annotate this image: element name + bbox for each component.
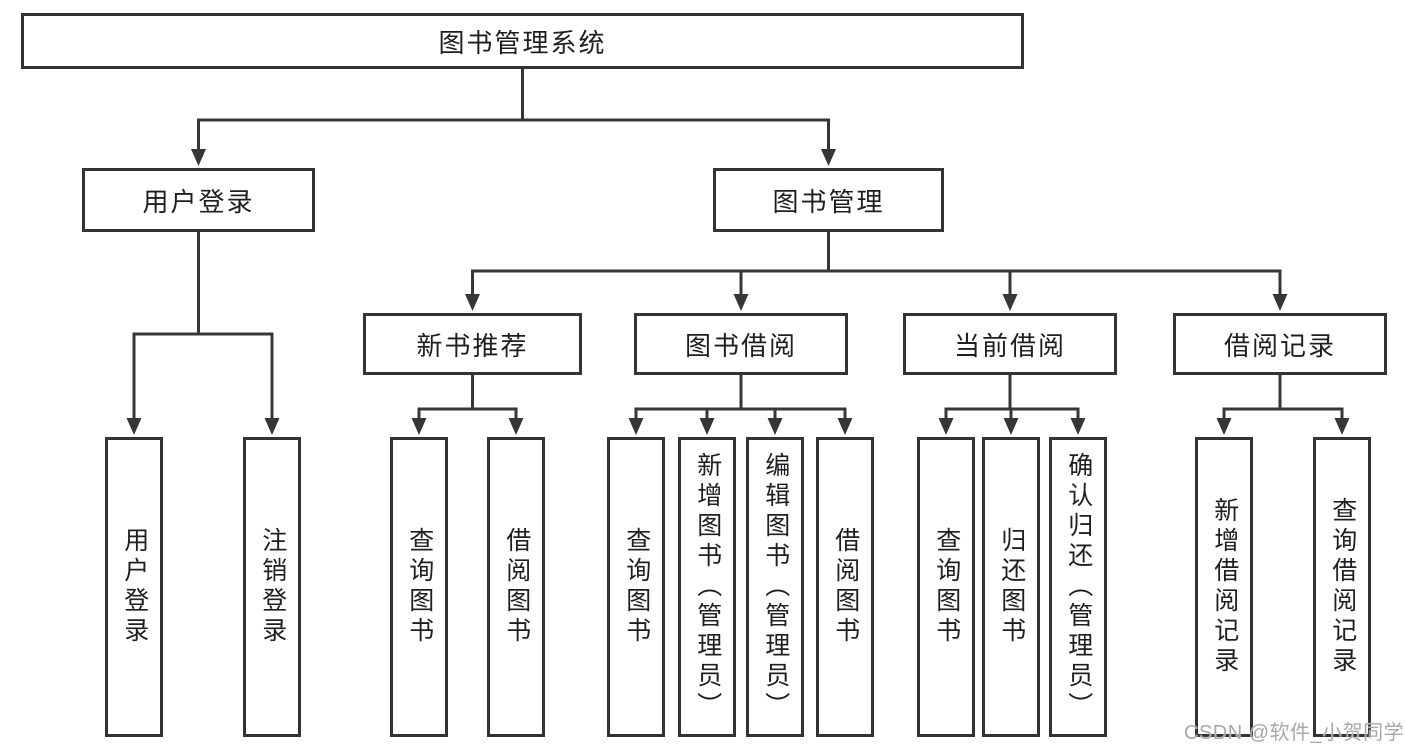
- leaf-user-login: 用户登录: [105, 437, 163, 737]
- node-library-system: 图书管理系统: [21, 13, 1024, 69]
- leaf-borrow-books-1: 借阅图书: [487, 437, 545, 737]
- leaf-return-books: 归还图书: [982, 437, 1040, 737]
- node-current-borrowing: 当前借阅: [903, 313, 1117, 375]
- leaf-borrow-books-2: 借阅图书: [816, 437, 874, 737]
- leaf-add-borrow-record: 新增借阅记录: [1195, 437, 1253, 737]
- leaf-logout: 注销登录: [243, 437, 301, 737]
- csdn-watermark: CSDN @软件_小贺同学: [1184, 722, 1405, 744]
- node-book-management: 图书管理: [713, 168, 944, 232]
- leaf-query-borrow-record: 查询借阅记录: [1313, 437, 1371, 737]
- node-user-login: 用户登录: [82, 168, 315, 232]
- leaf-query-books-3: 查询图书: [917, 437, 975, 737]
- node-new-book-recommend: 新书推荐: [363, 313, 582, 375]
- node-book-borrowing: 图书借阅: [634, 313, 848, 375]
- node-borrow-records: 借阅记录: [1173, 313, 1387, 375]
- leaf-query-books-1: 查询图书: [390, 437, 448, 737]
- leaf-add-books-admin: 新增图书（管理员）: [678, 437, 736, 737]
- leaf-confirm-return-admin: 确认归还（管理员）: [1049, 437, 1107, 737]
- leaf-query-books-2: 查询图书: [607, 437, 665, 737]
- leaf-edit-books-admin: 编辑图书（管理员）: [746, 437, 804, 737]
